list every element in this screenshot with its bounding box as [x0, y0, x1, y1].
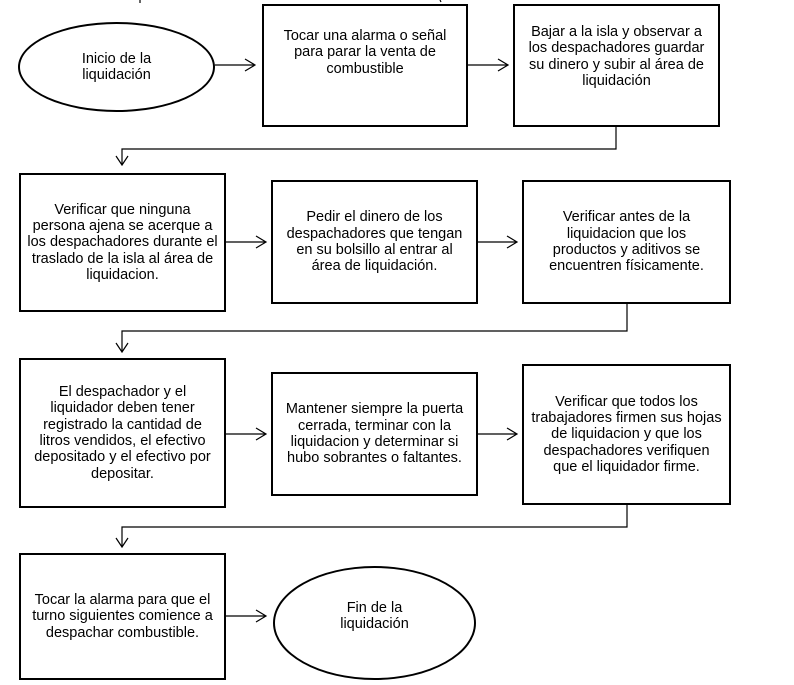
arrow-inicio-to-tocar-alarma: [215, 58, 257, 72]
node-verificar-firmas: Verificar que todos los trabajadores fir…: [522, 364, 731, 505]
node-inicio: Inicio de la liquidación: [18, 22, 215, 112]
node-tocar-alarma-turno: Tocar la alarma para que el turno siguie…: [19, 553, 226, 680]
node-pedir-dinero: Pedir el dinero de los despachadores que…: [271, 180, 478, 304]
arrow-verificar-persona-to-pedir-dinero: [226, 235, 268, 249]
node-verificar-productos-label: Verificar antes de la liquidacion que lo…: [549, 209, 704, 275]
arrow-verificar-productos-to-registrar: [115, 304, 628, 354]
node-verificar-persona-label: Verificar que ninguna persona ajena se a…: [27, 201, 218, 284]
cropped-top-edge: [139, 0, 442, 3]
node-tocar-alarma-label: Tocar una alarma o señal para parar la v…: [283, 27, 447, 77]
arrow-tocar-alarma-turno-to-fin: [226, 609, 268, 623]
node-verificar-persona: Verificar que ninguna persona ajena se a…: [19, 173, 226, 312]
node-fin: Fin de la liquidación: [273, 566, 476, 680]
node-mantener-puerta-label: Mantener siempre la puerta cerrada, term…: [285, 401, 464, 467]
arrow-verificar-firmas-to-tocar-alarma-turno: [115, 505, 628, 549]
arrow-bajar-isla-to-verificar-persona: [115, 127, 617, 167]
node-verificar-firmas-label: Verificar que todos los trabajadores fir…: [531, 393, 722, 476]
node-registrar: El despachador y el liquidador deben ten…: [19, 358, 226, 508]
node-inicio-label: Inicio de la liquidación: [81, 50, 152, 83]
node-registrar-label: El despachador y el liquidador deben ten…: [34, 383, 211, 482]
node-mantener-puerta: Mantener siempre la puerta cerrada, term…: [271, 372, 478, 496]
node-bajar-isla: Bajar a la isla y observar a los despach…: [513, 4, 720, 127]
arrow-mantener-puerta-to-verificar-firmas: [478, 427, 519, 441]
arrow-tocar-alarma-to-bajar-isla: [468, 58, 510, 72]
node-tocar-alarma: Tocar una alarma o señal para parar la v…: [262, 4, 468, 127]
node-pedir-dinero-label: Pedir el dinero de los despachadores que…: [286, 209, 463, 275]
arrow-pedir-dinero-to-verificar-productos: [478, 235, 519, 249]
node-verificar-productos: Verificar antes de la liquidacion que lo…: [522, 180, 731, 304]
node-bajar-isla-label: Bajar a la isla y observar a los despach…: [528, 23, 705, 89]
arrow-registrar-to-mantener-puerta: [226, 427, 268, 441]
node-tocar-alarma-turno-label: Tocar la alarma para que el turno siguie…: [32, 591, 213, 641]
node-fin-label: Fin de la liquidación: [340, 599, 409, 632]
